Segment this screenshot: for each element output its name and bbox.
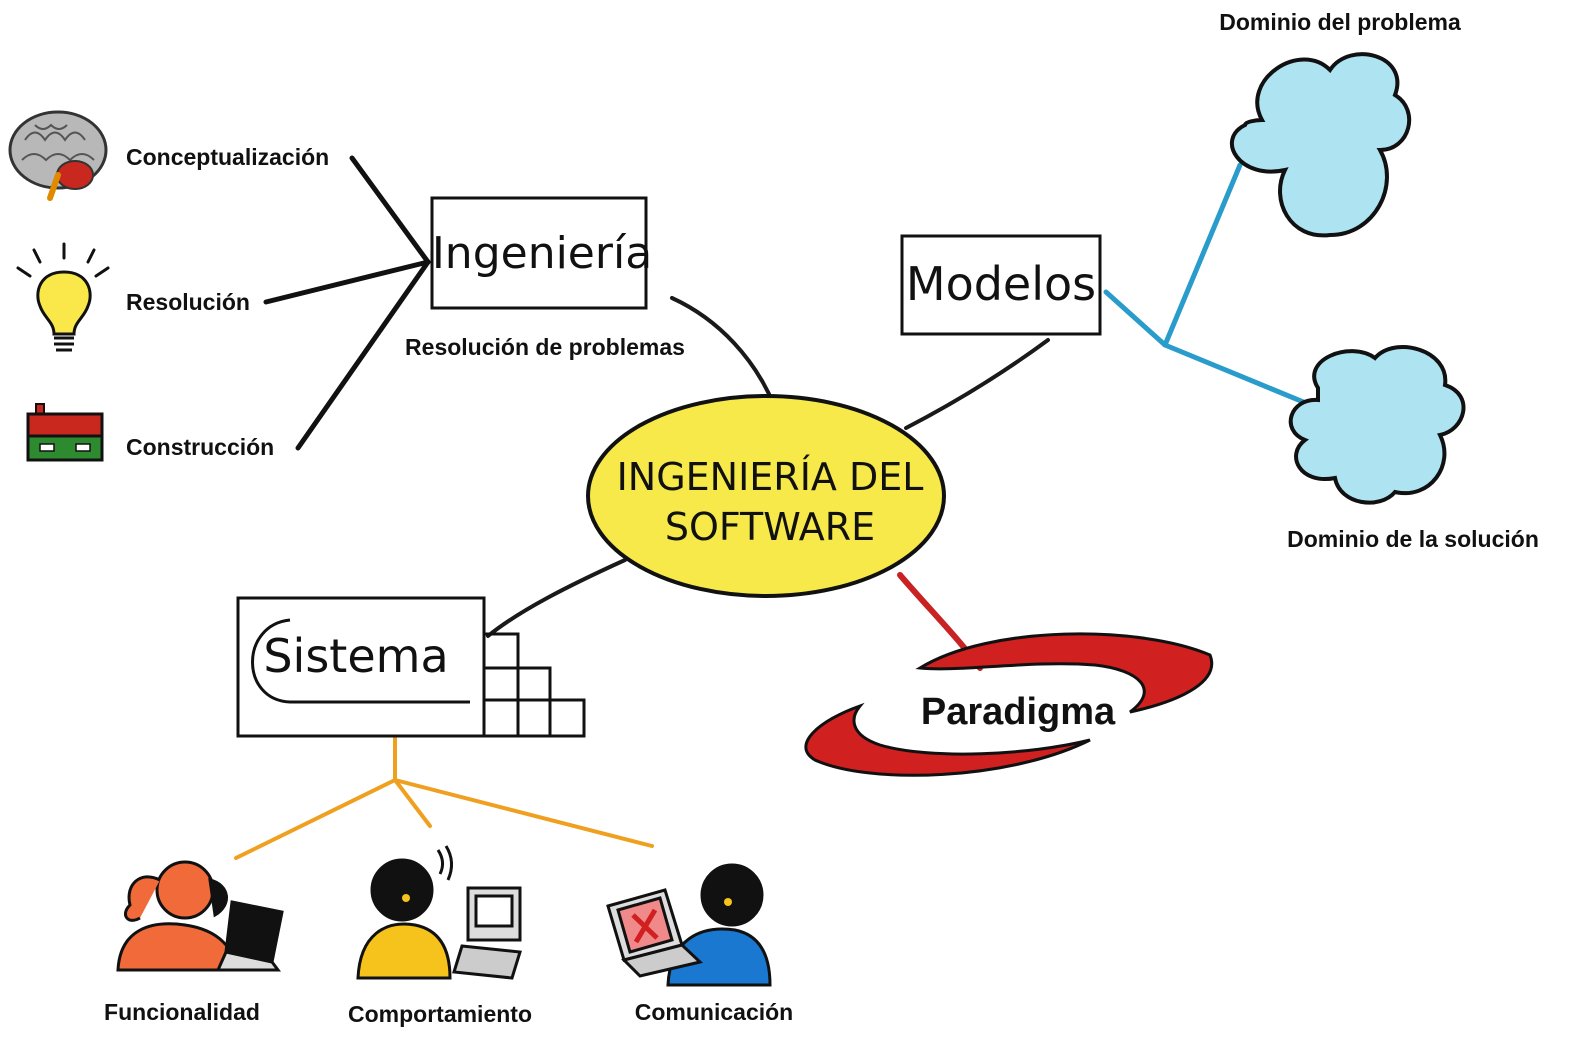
- sistema-node: Sistema: [236, 596, 586, 738]
- modelos-node: Modelos: [900, 234, 1102, 336]
- link-ingenieria-resolucion: [263, 259, 431, 305]
- brain-icon: [8, 110, 108, 201]
- center-node: INGENIERÍA DEL SOFTWARE: [586, 394, 946, 598]
- stairs-decoration: [484, 632, 586, 738]
- person-laptop-error-icon: [606, 863, 772, 987]
- comportamiento-label: Comportamiento: [348, 1001, 532, 1027]
- paradigma-label: Paradigma: [921, 691, 1116, 733]
- conceptualizacion-label: Conceptualización: [126, 144, 329, 170]
- ingenieria-box-label: Ingeniería: [432, 228, 652, 279]
- center-title-line1: INGENIERÍA DEL: [617, 455, 924, 499]
- link-ingenieria-construccion: [295, 259, 431, 451]
- link-hub-solucion: [1162, 342, 1321, 411]
- dominio-solucion-label: Dominio de la solución: [1287, 526, 1539, 552]
- link-center-modelos: [904, 338, 1050, 430]
- connectors: [234, 155, 1321, 860]
- link-modelos-hub: [1103, 289, 1168, 348]
- link-center-sistema: [486, 558, 627, 638]
- dominio-problema-label: Dominio del problema: [1219, 9, 1461, 35]
- comunicacion-label: Comunicación: [635, 999, 793, 1025]
- lightbulb-icon: [16, 242, 110, 352]
- link-hub-comunicacion: [393, 778, 654, 848]
- link-center-ingenieria: [670, 296, 776, 407]
- building-icon: [26, 403, 104, 462]
- sistema-box-label: Sistema: [263, 629, 448, 683]
- funcionalidad-label: Funcionalidad: [104, 999, 260, 1025]
- cloud-icon: [1230, 52, 1412, 238]
- resolucion-label: Resolución: [126, 289, 250, 315]
- ingenieria-caption: Resolución de problemas: [405, 334, 685, 360]
- person-computer-icon: [356, 845, 522, 980]
- center-title-line2: SOFTWARE: [665, 505, 875, 549]
- modelos-box-label: Modelos: [906, 257, 1096, 311]
- cloud-icon: [1288, 345, 1466, 505]
- link-hub-funcionalidad: [234, 778, 397, 860]
- construccion-label: Construcción: [126, 434, 274, 460]
- link-hub-comportamiento: [393, 778, 432, 828]
- ingenieria-node: Ingeniería Resolución de problemas: [405, 196, 685, 360]
- link-ingenieria-conceptualizacion: [349, 155, 431, 265]
- swoosh-icon: [804, 632, 1214, 777]
- link-hub-problema: [1162, 162, 1243, 348]
- person-laptop-icon: [116, 860, 284, 972]
